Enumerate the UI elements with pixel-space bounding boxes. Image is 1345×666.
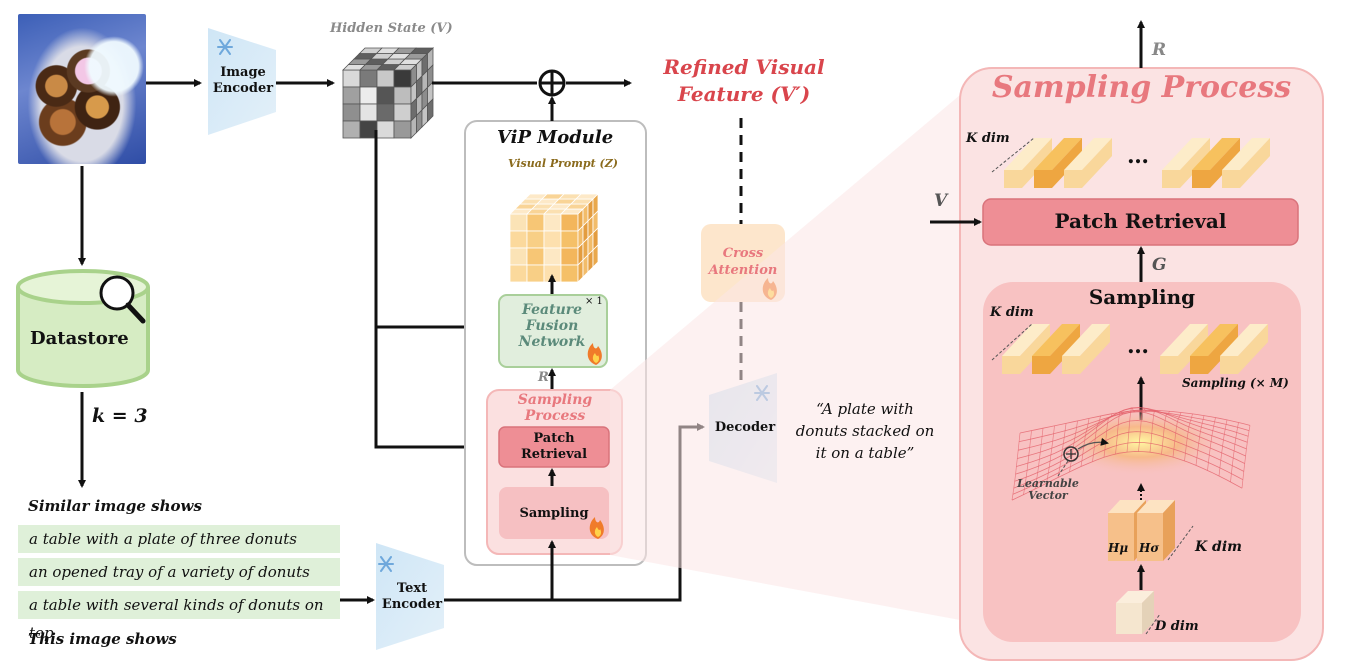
sampling-small-box: [499, 487, 609, 539]
generated-caption: “A plate with donuts stacked on it on a …: [795, 400, 935, 462]
sampling-process-small-label: Sampling Process: [517, 392, 593, 424]
sampling-big-title: Sampling: [1088, 285, 1196, 309]
gaussian-surface: [1011, 407, 1251, 501]
patch-retrieval-big-box: [982, 198, 1299, 246]
learnable-vector-marker: [1057, 437, 1109, 477]
ffn-times-label: × 1: [585, 296, 603, 307]
image-encoder-shape: [208, 28, 276, 135]
snowflake-icon: [217, 39, 233, 55]
decoder-label: Decoder: [714, 420, 776, 435]
feature-fusion-label: Feature Fusion Network: [518, 302, 586, 350]
refined-feature-label: Refined Visual Feature (V′): [663, 55, 825, 106]
k-dim-bottom-label: K dim: [1195, 539, 1242, 555]
ellipsis-mid: …: [1127, 333, 1149, 359]
input-photo: [18, 14, 146, 164]
similar-header: Similar image shows: [28, 497, 202, 515]
hidden-state-cube: [342, 47, 434, 139]
learnable-vector-label: Learnable Vector: [1017, 477, 1079, 502]
d-dim-label: D dim: [1155, 619, 1199, 634]
r-big-label: R: [1152, 40, 1167, 60]
zoom-projection: [610, 95, 960, 620]
datastore-label: Datastore: [30, 328, 129, 349]
feature-fusion-box: [498, 294, 608, 368]
g-label: G: [1152, 255, 1167, 275]
sampling-process-big-title: Sampling Process: [991, 70, 1292, 105]
k-dim-mid-label: K dim: [990, 305, 1034, 320]
add-operator-icon: [538, 69, 566, 97]
cross-attention-label: Cross Attention: [708, 246, 778, 278]
h-sigma-label: Hσ: [1139, 541, 1160, 555]
similar-caption-row: a table with several kinds of donuts on …: [18, 591, 340, 642]
token-row-top: [1004, 138, 1270, 188]
flame-icon: [589, 517, 604, 539]
image-encoder-label: Image Encoder: [212, 65, 274, 96]
sampling-small-label: Sampling: [519, 506, 589, 521]
sampling-m-label: Sampling (× M): [1182, 376, 1289, 390]
patch-retrieval-big-label: Patch Retrieval: [1054, 209, 1227, 233]
h-sigma-block: [1137, 500, 1175, 561]
similar-caption-row: an opened tray of a variety of donuts: [18, 558, 340, 586]
k-value-label: k = 3: [92, 405, 148, 427]
h-mu-label: Hμ: [1108, 541, 1129, 555]
v-input-label: V: [934, 191, 948, 211]
similar-caption-row: a table with a plate of three donuts: [18, 525, 340, 553]
patch-retrieval-small-label: Patch Retrieval: [520, 431, 588, 462]
input-token-block: [1116, 591, 1154, 634]
this-image-label: This image shows: [28, 630, 177, 648]
magnifier-icon: [99, 275, 146, 324]
r-small-label: R: [538, 370, 549, 385]
hidden-state-label: Hidden State (V): [330, 21, 453, 36]
visual-prompt-label: Visual Prompt (Z): [508, 157, 618, 170]
text-encoder-shape: [376, 543, 444, 650]
snowflake-icon: [378, 556, 394, 572]
text-encoder-label: Text Encoder: [381, 581, 443, 612]
ellipsis-top: …: [1127, 143, 1149, 169]
patch-retrieval-small-box: [498, 426, 610, 468]
flame-icon: [587, 343, 602, 365]
visual-prompt-cube: [509, 193, 599, 283]
k-dim-top-label: K dim: [966, 131, 1010, 146]
vip-module-title: ViP Module: [497, 127, 614, 148]
token-row-middle: [1002, 324, 1268, 374]
